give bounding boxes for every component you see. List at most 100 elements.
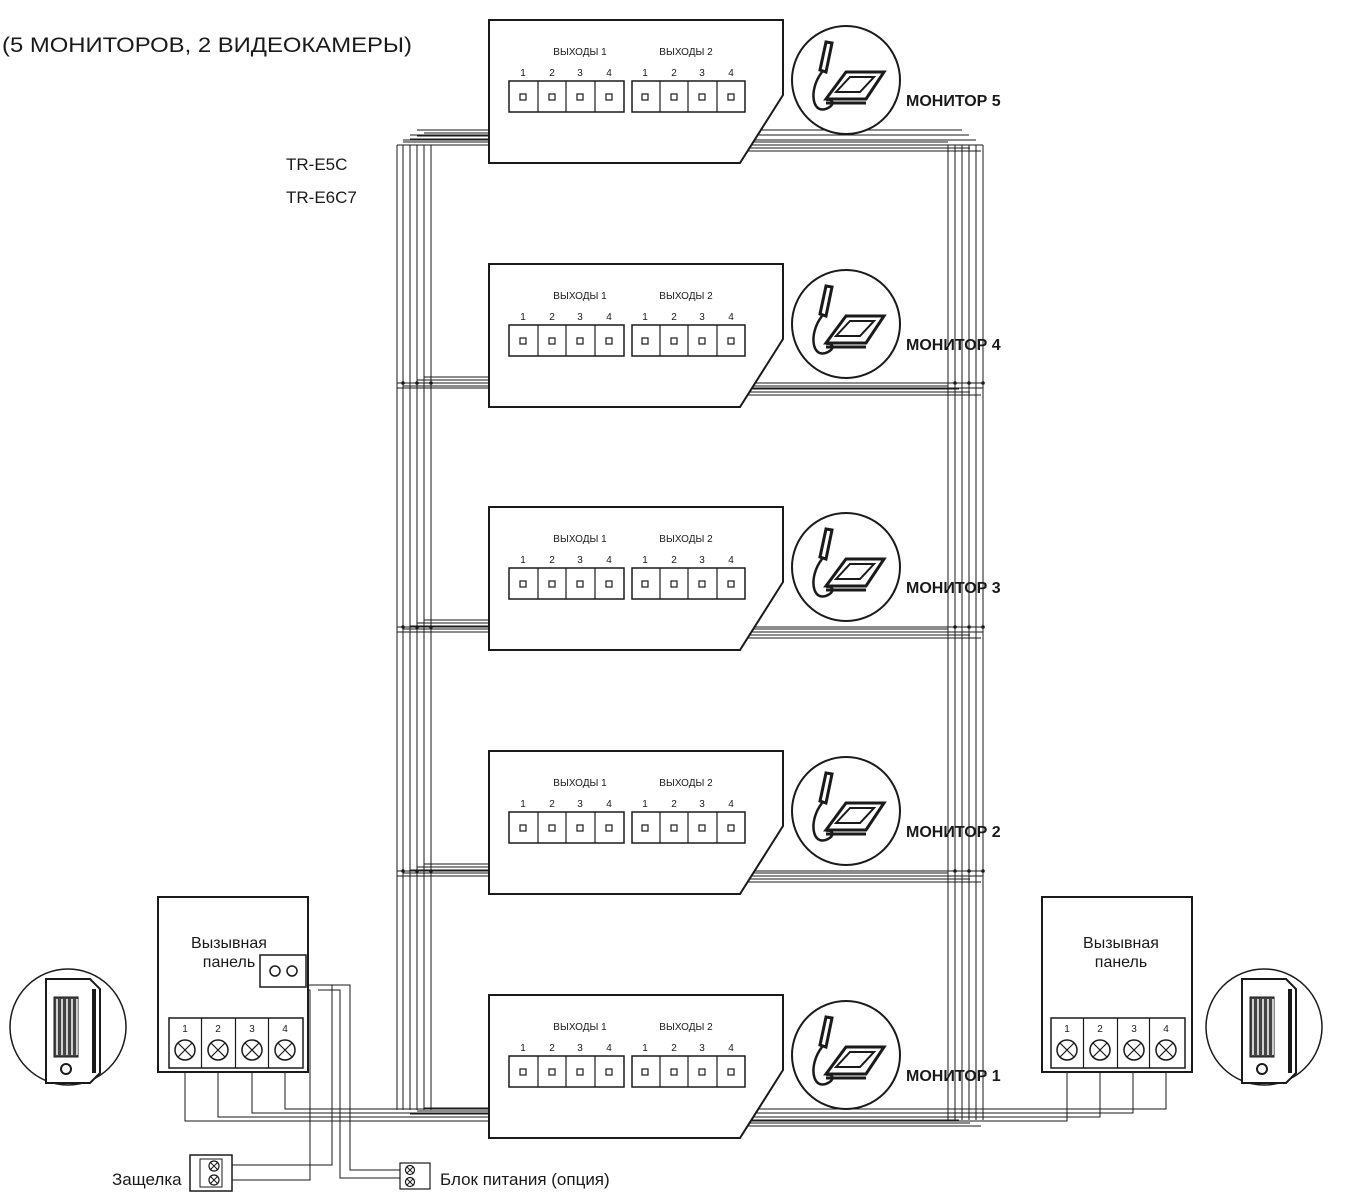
terminal: [641, 337, 649, 345]
outputs-1-label: ВЫХОДЫ 1: [553, 778, 607, 789]
pin-number: 3: [577, 555, 583, 566]
pin-number: 3: [699, 799, 705, 810]
terminal: [727, 93, 735, 101]
pin-number: 3: [577, 799, 583, 810]
pin-number: 2: [549, 1043, 555, 1054]
outputs-1-label: ВЫХОДЫ 1: [553, 534, 607, 545]
terminal: [519, 1068, 527, 1076]
pin-number: 2: [671, 1043, 677, 1054]
diagram-title: (5 МОНИТОРОВ, 2 ВИДЕОКАМЕРЫ): [2, 34, 412, 57]
pin-number: 2: [671, 312, 677, 323]
pin-number: 4: [606, 312, 612, 323]
pin-number: 1: [520, 68, 526, 79]
pin-number: 1: [520, 555, 526, 566]
monitor-label: МОНИТОР 5: [906, 93, 1001, 110]
terminal: [641, 93, 649, 101]
model-label-1: TR-E5C: [286, 155, 347, 174]
monitor-label: МОНИТОР 1: [906, 1068, 1001, 1085]
pin-number: 1: [1064, 1024, 1070, 1035]
pin-number: 3: [699, 68, 705, 79]
outputs-2-label: ВЫХОДЫ 2: [659, 778, 713, 789]
terminal: [576, 93, 584, 101]
pin-number: 3: [577, 68, 583, 79]
terminal: [519, 93, 527, 101]
pin-number: 3: [577, 312, 583, 323]
terminal: [576, 337, 584, 345]
pin-number: 1: [642, 1043, 648, 1054]
call-panel-label: панель: [1095, 954, 1147, 971]
terminal: [519, 824, 527, 832]
pin-number: 4: [728, 1043, 734, 1054]
call-panel-label: Вызывная: [1083, 935, 1159, 952]
pin-number: 3: [699, 555, 705, 566]
terminal: [576, 1068, 584, 1076]
outputs-2-label: ВЫХОДЫ 2: [659, 291, 713, 302]
pin-number: 4: [728, 555, 734, 566]
pin-number: 3: [699, 1043, 705, 1054]
power-supply-block: [399, 1162, 431, 1190]
pin-number: 4: [606, 555, 612, 566]
terminal: [698, 93, 706, 101]
power-supply-label: Блок питания (опция): [440, 1170, 610, 1189]
pin-number: 1: [642, 312, 648, 323]
pin-number: 2: [549, 555, 555, 566]
terminal: [548, 337, 556, 345]
pin-number: 3: [1131, 1024, 1137, 1035]
terminal: [605, 580, 613, 588]
lock-output: [259, 954, 307, 988]
pin-number: 3: [577, 1043, 583, 1054]
pin-number: 4: [728, 799, 734, 810]
pin-number: 4: [728, 68, 734, 79]
pin-number: 4: [606, 68, 612, 79]
latch-block: [189, 1154, 233, 1192]
terminal: [670, 1068, 678, 1076]
terminal: [641, 580, 649, 588]
terminal: [698, 337, 706, 345]
monitor-label: МОНИТОР 4: [906, 337, 1001, 354]
pin-number: 2: [549, 312, 555, 323]
outputs-2-label: ВЫХОДЫ 2: [659, 47, 713, 58]
terminal: [605, 1068, 613, 1076]
call-panel-label: Вызывная: [191, 935, 267, 952]
pin-number: 1: [182, 1024, 188, 1035]
monitor-label: МОНИТОР 2: [906, 824, 1001, 841]
pin-number: 3: [699, 312, 705, 323]
terminal: [548, 580, 556, 588]
pin-number: 2: [671, 799, 677, 810]
latch-label: Защелка: [112, 1170, 182, 1189]
pin-number: 1: [520, 1043, 526, 1054]
outputs-1-label: ВЫХОДЫ 1: [553, 291, 607, 302]
pin-number: 4: [606, 1043, 612, 1054]
monitor-label: МОНИТОР 3: [906, 580, 1001, 597]
call-panel-label: панель: [203, 954, 255, 971]
pin-number: 2: [671, 555, 677, 566]
terminal: [548, 1068, 556, 1076]
pin-number: 1: [642, 555, 648, 566]
pin-number: 4: [728, 312, 734, 323]
terminal: [698, 580, 706, 588]
terminal: [698, 1068, 706, 1076]
terminal: [548, 824, 556, 832]
terminal: [605, 337, 613, 345]
pin-number: 2: [549, 68, 555, 79]
terminal: [605, 824, 613, 832]
outputs-2-label: ВЫХОДЫ 2: [659, 1022, 713, 1033]
pin-number: 4: [606, 799, 612, 810]
terminal: [641, 1068, 649, 1076]
terminal: [670, 93, 678, 101]
terminal: [727, 824, 735, 832]
pin-number: 2: [549, 799, 555, 810]
terminal: [576, 824, 584, 832]
outputs-2-label: ВЫХОДЫ 2: [659, 534, 713, 545]
terminal: [670, 580, 678, 588]
pin-number: 1: [520, 312, 526, 323]
terminal: [641, 824, 649, 832]
pin-number: 1: [520, 799, 526, 810]
